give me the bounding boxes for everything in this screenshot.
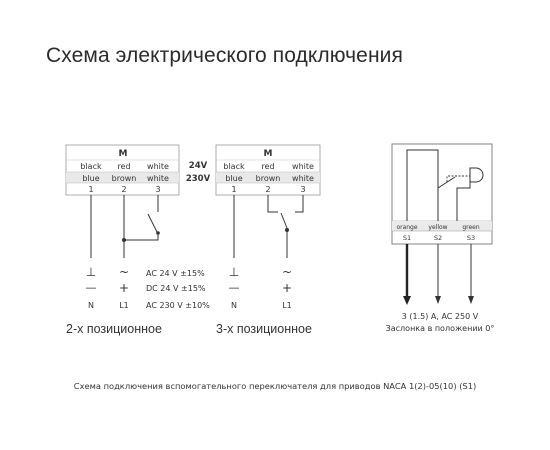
- terminal-number: 3: [155, 185, 160, 194]
- symbol-ac: ~: [282, 265, 292, 279]
- symbol-plus: +: [119, 281, 129, 295]
- aux-switch-contact: [437, 176, 456, 189]
- symbol-ground: ⊥: [229, 265, 239, 279]
- symbol-minus: —: [86, 281, 97, 294]
- symbol-minus: —: [229, 281, 240, 294]
- symbol-plus: +: [282, 281, 292, 295]
- terminal-number: 1: [231, 185, 236, 194]
- voltage-label-24v: 24V: [189, 161, 208, 171]
- wire-color-230v: blue: [82, 174, 99, 183]
- aux-rating: 3 (1.5) A, AC 250 V: [402, 312, 479, 321]
- wire-color-24v: white: [292, 162, 314, 171]
- wire-color-24v: red: [261, 162, 274, 171]
- aux-switch-block: orange yellow green S1 S2 S3 3 (1.5) A, …: [386, 143, 495, 333]
- terminal-name: N: [88, 301, 94, 310]
- terminal-box: [65, 144, 180, 196]
- terminal-number: 2: [121, 185, 126, 194]
- aux-internal-wire: [456, 181, 471, 221]
- aux-wire-color: green: [462, 224, 480, 231]
- aux-output-s3-arrow: [468, 296, 474, 304]
- wiring-block-3pos: M black red white blue brown white 1 2 3…: [215, 144, 321, 336]
- aux-internal-wire: [406, 149, 439, 221]
- wire-color-230v: brown: [256, 174, 281, 183]
- wire-color-230v: white: [292, 174, 314, 183]
- aux-switch-box: [391, 143, 493, 245]
- wire-color-24v: white: [147, 162, 169, 171]
- aux-position-note: Заслонка в положении 0°: [386, 324, 495, 333]
- wire-switch: [124, 233, 159, 241]
- switch-terminal: [156, 231, 160, 235]
- terminal-name: L1: [282, 301, 292, 310]
- terminal-number: 2: [265, 185, 270, 194]
- wire-3: [295, 195, 304, 213]
- terminal-name: L1: [119, 301, 129, 310]
- wire-color-230v: blue: [225, 174, 242, 183]
- aux-wire-color: orange: [396, 224, 417, 231]
- supply-spec: AC 230 V ±10%: [146, 301, 210, 310]
- symbol-ac: ~: [119, 265, 129, 279]
- aux-actuator-link: [446, 175, 470, 182]
- aux-terminal: S2: [434, 234, 442, 242]
- aux-output-s2-arrow: [435, 296, 441, 304]
- wire-color-24v: black: [223, 162, 245, 171]
- supply-spec: DC 24 V ±15%: [146, 284, 206, 293]
- wire-color-24v: black: [80, 162, 102, 171]
- aux-terminal: S1: [403, 234, 411, 242]
- terminal-name: N: [231, 301, 237, 310]
- mode-label: 2-х позиционное: [66, 322, 162, 336]
- terminal-number: 3: [300, 185, 305, 194]
- aux-terminal: S3: [467, 234, 475, 242]
- wire-color-230v: brown: [112, 174, 137, 183]
- motor-label: M: [119, 149, 128, 159]
- wire-2: [267, 195, 278, 213]
- switch-contact: [280, 212, 288, 229]
- aux-wire-color: yellow: [428, 224, 447, 231]
- supply-spec: AC 24 V ±15%: [146, 269, 205, 278]
- symbol-ground: ⊥: [86, 265, 96, 279]
- motor-label: M: [264, 149, 273, 159]
- mode-label: 3-х позиционное: [216, 322, 312, 336]
- wire-color-24v: red: [117, 162, 130, 171]
- switch-contact: [147, 213, 158, 233]
- voltage-label-230v: 230V: [186, 174, 211, 184]
- terminal-number: 1: [88, 185, 93, 194]
- diagram-caption: Схема подключения вспомогательного перек…: [73, 381, 477, 391]
- aux-output-s1-arrow: [403, 296, 411, 305]
- wiring-block-2pos: M black red white blue brown white 1 2 3…: [65, 144, 210, 336]
- aux-cam: [469, 167, 484, 183]
- junction-dot: [285, 228, 289, 232]
- wire-color-230v: white: [147, 174, 169, 183]
- diagram-title: Схема электрического подключения: [46, 44, 403, 67]
